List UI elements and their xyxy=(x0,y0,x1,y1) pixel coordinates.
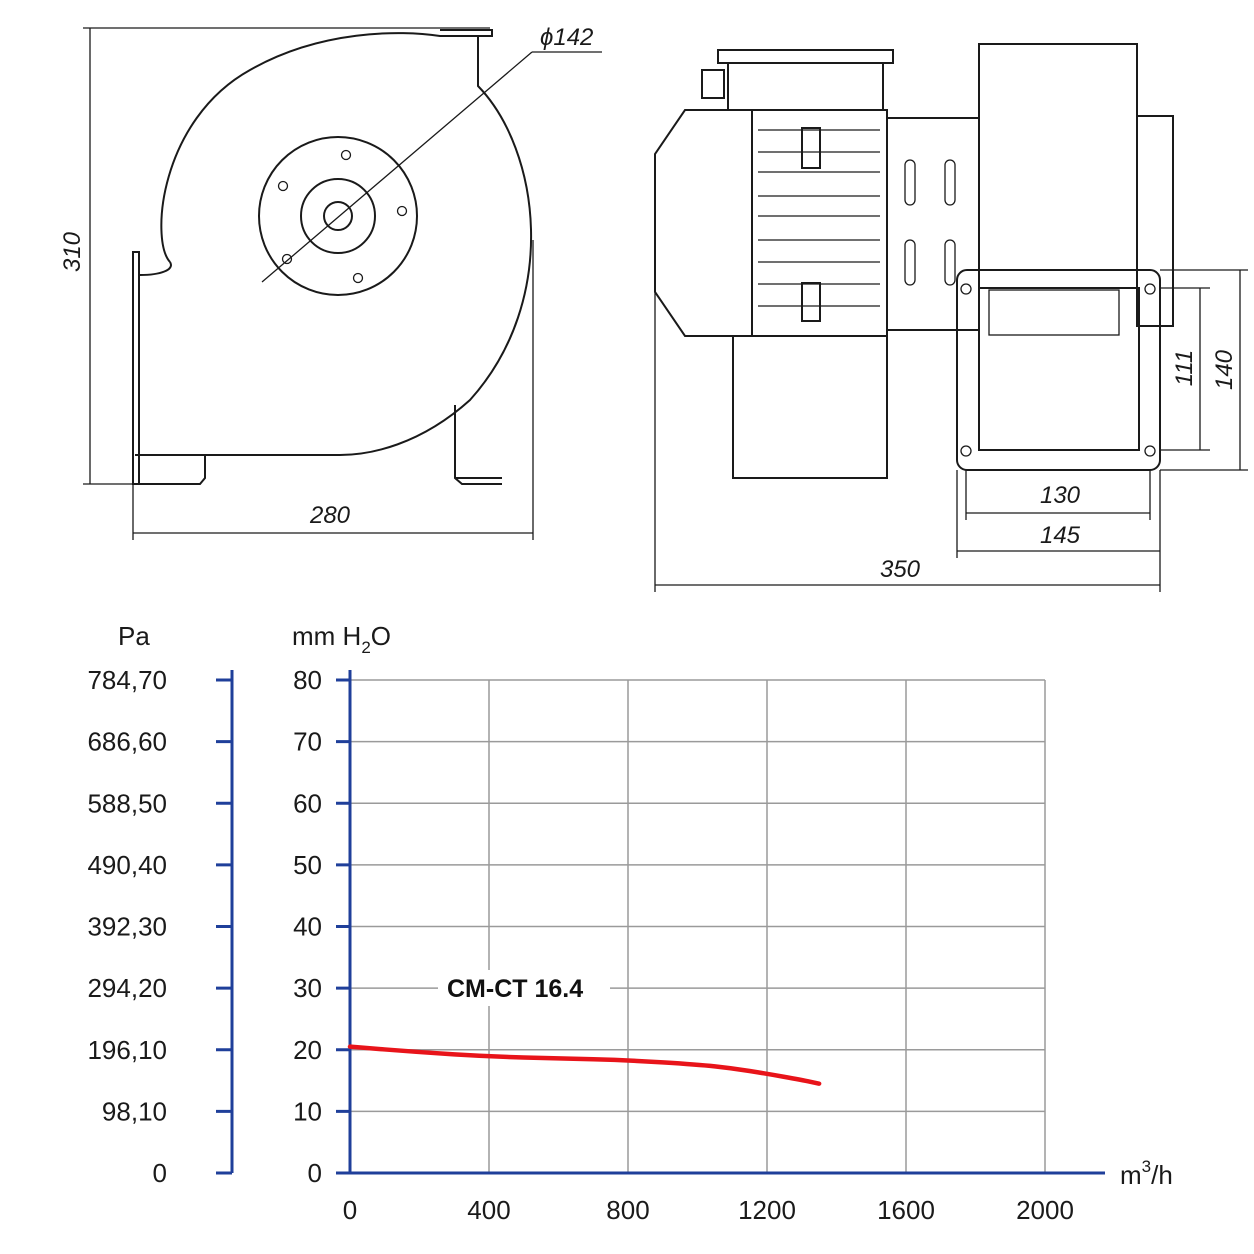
dim-outlet-inner-w: 130 xyxy=(1040,482,1081,509)
y-tick-label: 0 xyxy=(308,1158,322,1188)
series-line-cm-ct-16-4 xyxy=(347,1044,822,1086)
pa-tick-label: 588,50 xyxy=(87,788,167,818)
dim-diameter: ϕ142 xyxy=(540,24,593,51)
y-tick-label: 10 xyxy=(293,1096,322,1126)
dim-outlet-outer-h: 140 xyxy=(1211,349,1238,390)
tick-labels: 001098,1020196,1030294,2040392,3050490,4… xyxy=(87,665,1073,1225)
pa-tick-label: 98,10 xyxy=(102,1096,167,1126)
dim-width-front: 280 xyxy=(309,502,351,529)
series-label: CM-CT 16.4 xyxy=(447,975,583,1003)
x-tick-label: 400 xyxy=(467,1195,510,1225)
y-tick-label: 60 xyxy=(293,788,322,818)
pa-tick-label: 490,40 xyxy=(87,850,167,880)
grid-lines xyxy=(350,679,1046,1173)
axes xyxy=(216,670,1105,1175)
mm-h2o-unit-label: mm H2O xyxy=(292,621,391,657)
performance-chart: Pa mm H2O m3/h 001098,1020196,1030294,20… xyxy=(87,621,1172,1225)
x-tick-label: 1600 xyxy=(877,1195,935,1225)
pa-tick-label: 0 xyxy=(153,1158,167,1188)
dim-outlet-outer-w: 145 xyxy=(1040,522,1081,549)
pa-tick-label: 392,30 xyxy=(87,912,167,942)
y-tick-label: 40 xyxy=(293,912,322,942)
x-tick-label: 1200 xyxy=(738,1195,796,1225)
y-tick-label: 50 xyxy=(293,850,322,880)
x-tick-label: 0 xyxy=(343,1195,357,1225)
pa-tick-label: 294,20 xyxy=(87,973,167,1003)
dim-outlet-inner-h: 111 xyxy=(1171,350,1198,386)
series-layer: CM-CT 16.4 xyxy=(347,970,822,1086)
pa-tick-label: 784,70 xyxy=(87,665,167,695)
pa-tick-label: 196,10 xyxy=(87,1035,167,1065)
front-view-drawing: ϕ142 310 280 xyxy=(59,24,602,540)
pa-unit-label: Pa xyxy=(118,621,150,651)
y-tick-label: 70 xyxy=(293,727,322,757)
series-label-background xyxy=(438,970,610,1006)
dim-height-front: 310 xyxy=(59,231,86,272)
x-unit-label: m3/h xyxy=(1120,1157,1173,1190)
x-tick-label: 2000 xyxy=(1016,1195,1074,1225)
x-tick-label: 800 xyxy=(606,1195,649,1225)
side-view-drawing: 111 140 130 145 350 xyxy=(654,43,1248,592)
pa-tick-label: 686,60 xyxy=(87,727,167,757)
y-tick-label: 80 xyxy=(293,665,322,695)
y-tick-label: 30 xyxy=(293,973,322,1003)
dim-total-length: 350 xyxy=(880,556,921,583)
y-tick-label: 20 xyxy=(293,1035,322,1065)
